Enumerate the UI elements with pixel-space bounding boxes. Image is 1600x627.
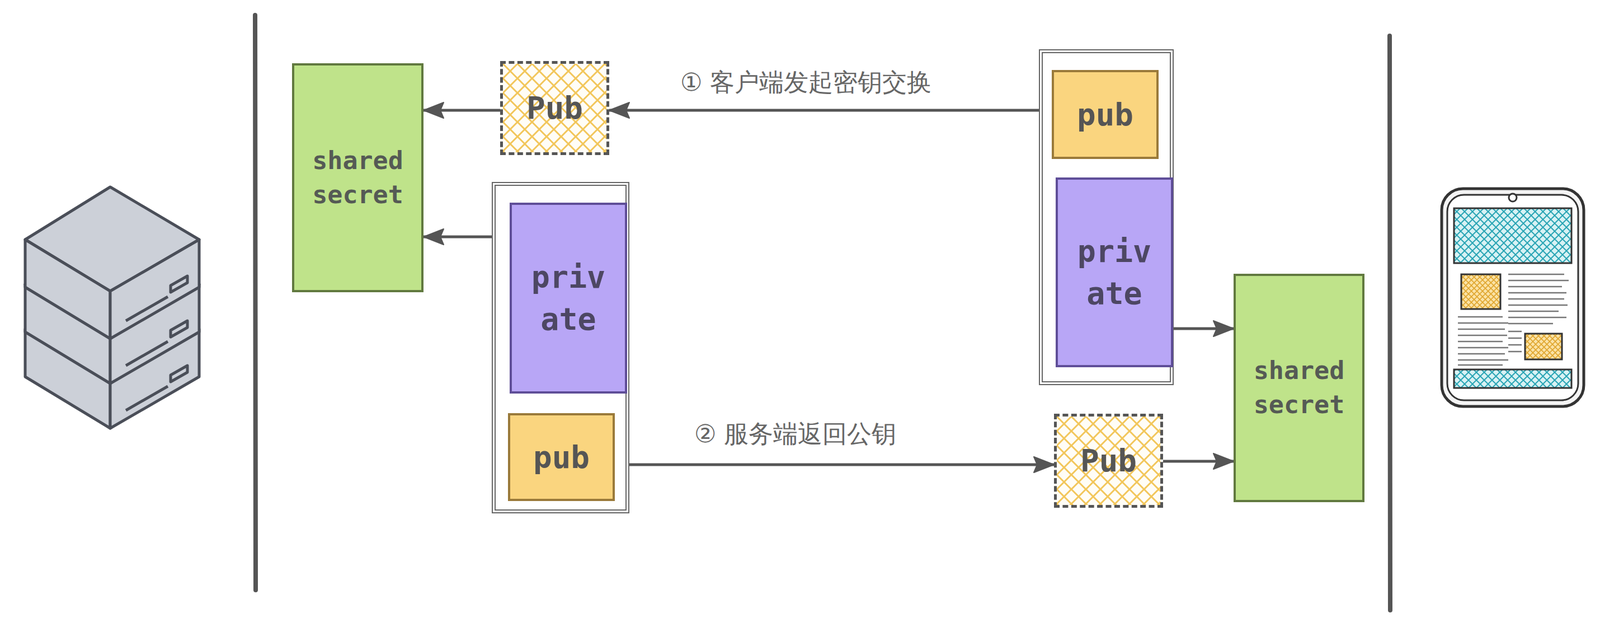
- received-key-box: Pub: [1053, 413, 1164, 508]
- step-label: ② 服务端返回公钥: [690, 417, 900, 450]
- box-text: priv ate: [1057, 230, 1171, 314]
- arrow-connector: [1163, 459, 1234, 463]
- box-text: pub: [533, 435, 590, 479]
- box-text: priv ate: [511, 256, 625, 340]
- box-text: Pub: [526, 86, 583, 130]
- phone-icon: [1441, 188, 1584, 407]
- key-pair-box: pub priv ate: [1038, 49, 1174, 385]
- public-key-box: pub: [507, 412, 615, 501]
- divider-line: [1389, 35, 1391, 610]
- private-key-box: priv ate: [1055, 177, 1174, 367]
- box-text: Pub: [1080, 439, 1137, 482]
- shared-secret-box: shared secret: [292, 63, 424, 293]
- public-key-box: pub: [1051, 69, 1159, 159]
- private-key-box: priv ate: [509, 202, 628, 394]
- arrow-connector: [1173, 327, 1234, 331]
- box-text: pub: [1076, 93, 1134, 136]
- text-lines: [1457, 274, 1569, 365]
- divider-line: [255, 15, 256, 590]
- received-key-box: Pub: [500, 60, 610, 155]
- box-text: shared secret: [1235, 353, 1363, 422]
- arrow-connector: [614, 463, 1054, 467]
- arrow-connector: [423, 109, 501, 112]
- shared-secret-box: shared secret: [1233, 273, 1365, 502]
- key-pair-box: priv ate pub: [491, 181, 630, 514]
- step-label: ① 客户端发起密钥交换: [676, 66, 935, 98]
- server-icon: [25, 186, 200, 428]
- arrow-connector: [609, 109, 1052, 112]
- box-text: shared secret: [294, 143, 422, 213]
